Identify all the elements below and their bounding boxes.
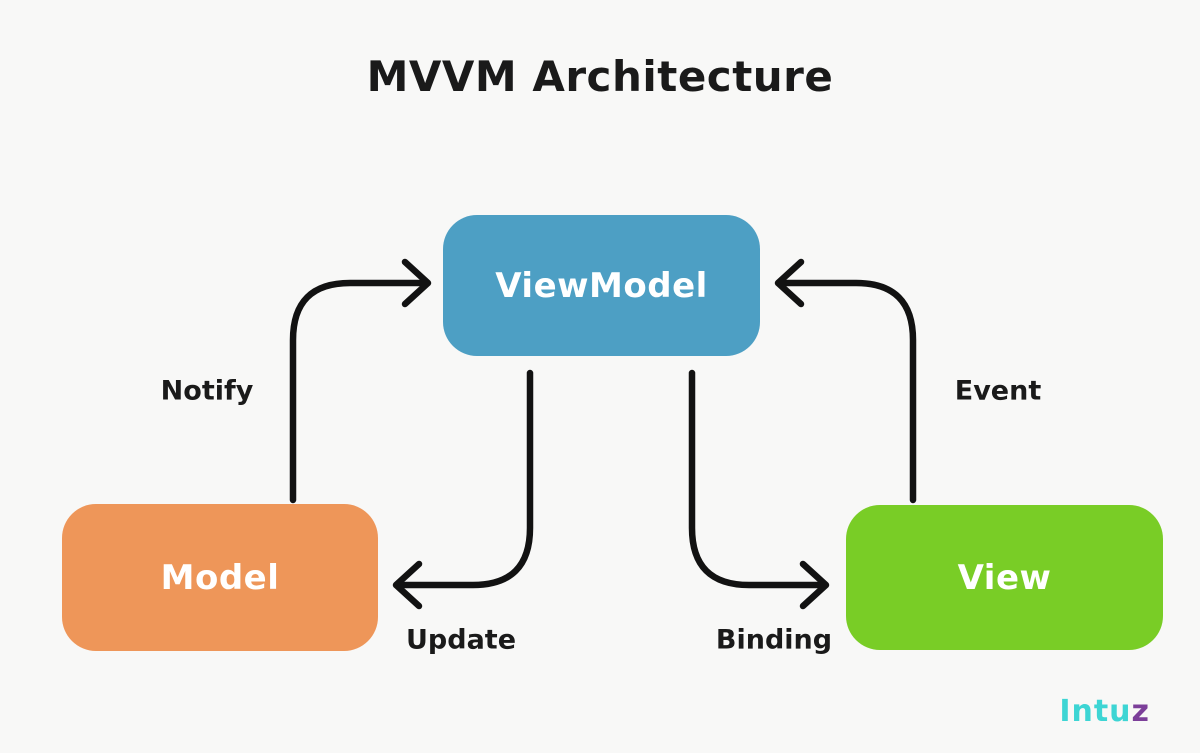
node-view: View <box>846 505 1163 650</box>
node-viewmodel: ViewModel <box>443 215 760 356</box>
node-view-label: View <box>957 557 1052 598</box>
intuz-logo: Intuz <box>1059 694 1150 729</box>
edge-label-event: Event <box>954 375 1042 407</box>
edge-label-binding: Binding <box>715 624 833 656</box>
node-model-label: Model <box>160 557 280 598</box>
edge-label-notify: Notify <box>160 375 254 407</box>
diagram-title: MVVM Architecture <box>366 52 834 101</box>
node-viewmodel-label: ViewModel <box>495 265 708 306</box>
arrow-viewmodel-to-view <box>688 369 830 610</box>
intuz-logo-main: Intu <box>1059 694 1132 729</box>
edge-label-update: Update <box>405 624 517 656</box>
intuz-logo-accent: z <box>1131 694 1150 729</box>
arrow-viewmodel-to-model <box>392 369 534 610</box>
node-model: Model <box>62 504 378 651</box>
arrow-view-to-viewmodel <box>774 258 917 504</box>
arrow-model-to-viewmodel <box>289 258 432 504</box>
